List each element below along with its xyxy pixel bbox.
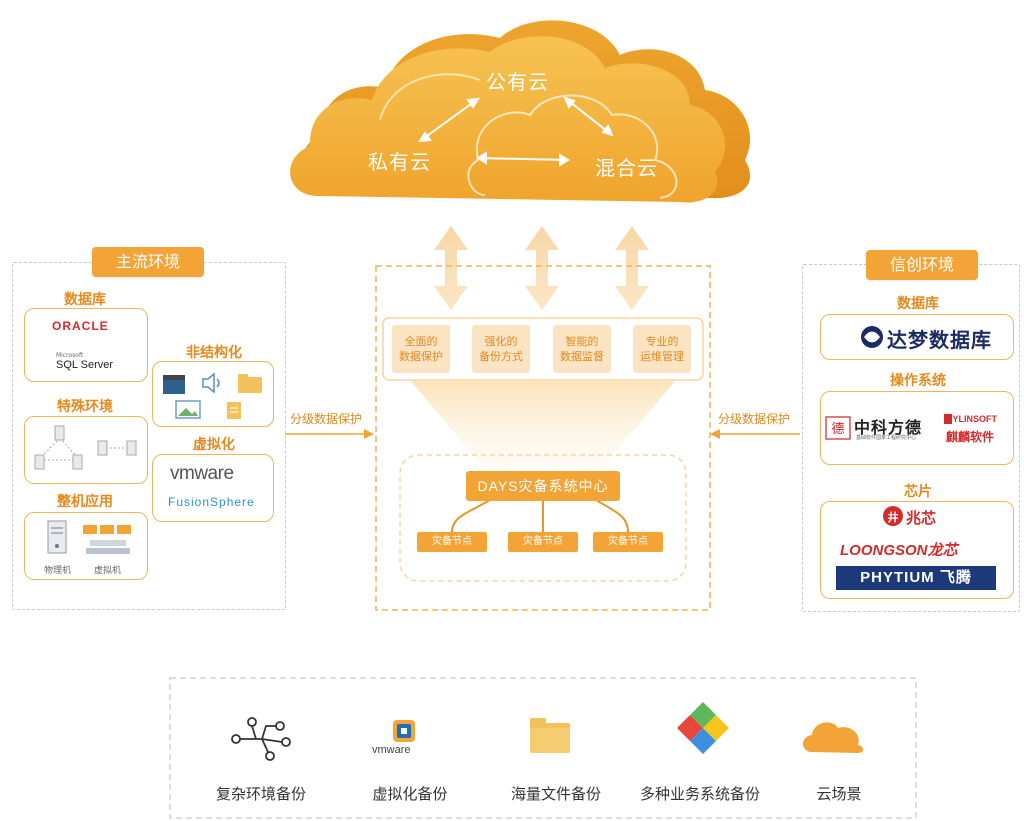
right-protect-arrow: [710, 429, 800, 439]
phytium-logo: PHYTIUM 飞腾: [836, 566, 996, 590]
bottom-complex-env: 复杂环境备份: [215, 785, 306, 803]
cloud-shape: [290, 20, 751, 203]
kylin-chinese-logo: 麒麟软件: [946, 430, 995, 444]
right-panel-title: 信创环境: [866, 250, 978, 280]
database-section-title: 数据库: [64, 292, 106, 308]
multi-system-icon: [677, 702, 729, 754]
feature-pro-ops: 专业的 运维管理: [633, 325, 691, 373]
cloud-arrows: [418, 96, 614, 167]
vertical-arrows: [434, 226, 649, 310]
fusionsphere-logo: FusionSphere: [168, 495, 255, 509]
zkfd-logo: 中科方德: [854, 418, 923, 437]
video-icon: [163, 375, 185, 394]
kylin-logo-icon: [944, 414, 952, 424]
sql-server-vendor: Microsoft: [56, 352, 84, 359]
left-arrow-label: 分级数据保护: [290, 412, 363, 426]
loongson-logo: LOONGSON龙芯: [840, 542, 958, 559]
folder-large-icon: [530, 718, 570, 753]
left-panel-title: 主流环境: [92, 247, 204, 277]
hybrid-cloud-label: 混合云: [595, 156, 658, 180]
zkfd-logo-icon: 德: [825, 416, 851, 440]
dameng-logo-icon: [861, 326, 883, 348]
sql-server-logo: SQL Server: [56, 359, 114, 371]
dameng-logo: 达梦数据库: [887, 328, 992, 352]
recovery-node-2: 灾备节点: [508, 532, 578, 552]
kylin-english-logo: KYLINSOFT: [946, 414, 997, 424]
feature-full-protection: 全面的 数据保护: [392, 325, 450, 373]
vmware-box-icon: [393, 720, 415, 742]
feature-smart-monitor: 智能的 数据监督: [553, 325, 611, 373]
document-icon: [227, 402, 241, 419]
database-box: [24, 308, 148, 382]
right-arrow-label: 分级数据保护: [718, 412, 791, 426]
os-title: 操作系统: [890, 373, 946, 389]
whole-app-title: 整机应用: [57, 494, 113, 510]
unstructured-box: [152, 361, 274, 427]
bottom-vmware-logo: vmware: [372, 744, 411, 756]
os-box: [820, 391, 1014, 465]
dameng-box: [820, 314, 1014, 360]
node-connectors: [451, 499, 629, 533]
network-icon: [231, 717, 291, 761]
folder-icon: [238, 374, 262, 393]
image-icon: [175, 400, 201, 419]
cloud-icon: [803, 722, 864, 753]
center-system-title: DAYS灾备系统中心: [466, 471, 620, 501]
bottom-mass-file: 海量文件备份: [510, 785, 601, 803]
special-env-title: 特殊环境: [57, 399, 113, 415]
zkfd-subtitle: 基础软件国家工程研究中心: [856, 435, 917, 441]
feature-enhanced-backup: 强化的 备份方式: [472, 325, 530, 373]
svg-text:德: 德: [831, 422, 844, 437]
special-env-box: [24, 416, 148, 484]
recovery-node-3: 灾备节点: [593, 532, 663, 552]
left-protect-arrow: [285, 429, 374, 439]
vmware-logo: vmware: [170, 463, 234, 484]
speaker-icon: [202, 372, 220, 394]
chip-box: [820, 501, 1014, 599]
physical-machine-label: 物理机: [44, 566, 72, 576]
chip-title: 芯片: [904, 484, 932, 500]
zhaoxin-logo: 兆芯: [906, 509, 937, 527]
virtual-machine-icon: [83, 525, 131, 554]
bottom-panel-border: [169, 677, 917, 819]
whole-app-box: [24, 512, 148, 580]
light-beam: [410, 380, 676, 470]
right-database-title: 数据库: [897, 296, 939, 312]
virtual-machine-label: 虚拟机: [94, 566, 122, 576]
virtualization-box: [152, 454, 274, 522]
recovery-node-1: 灾备节点: [417, 532, 487, 552]
virtualization-title: 虚拟化: [193, 437, 235, 453]
private-cloud-label: 私有云: [368, 150, 431, 174]
svg-text:井: 井: [888, 510, 899, 524]
zhaoxin-logo-icon: 井: [883, 506, 903, 526]
bottom-cloud-scene: 云场景: [816, 785, 862, 803]
center-panel-border: [375, 265, 711, 611]
bottom-multi-system: 多种业务系统备份: [639, 785, 760, 803]
bottom-virtualization: 虚拟化备份: [372, 785, 448, 803]
server-icon: [47, 520, 67, 554]
unstructured-title: 非结构化: [186, 345, 242, 361]
public-cloud-label: 公有云: [486, 70, 549, 94]
special-env-diagram: [34, 425, 137, 470]
oracle-logo: ORACLE: [52, 319, 109, 333]
